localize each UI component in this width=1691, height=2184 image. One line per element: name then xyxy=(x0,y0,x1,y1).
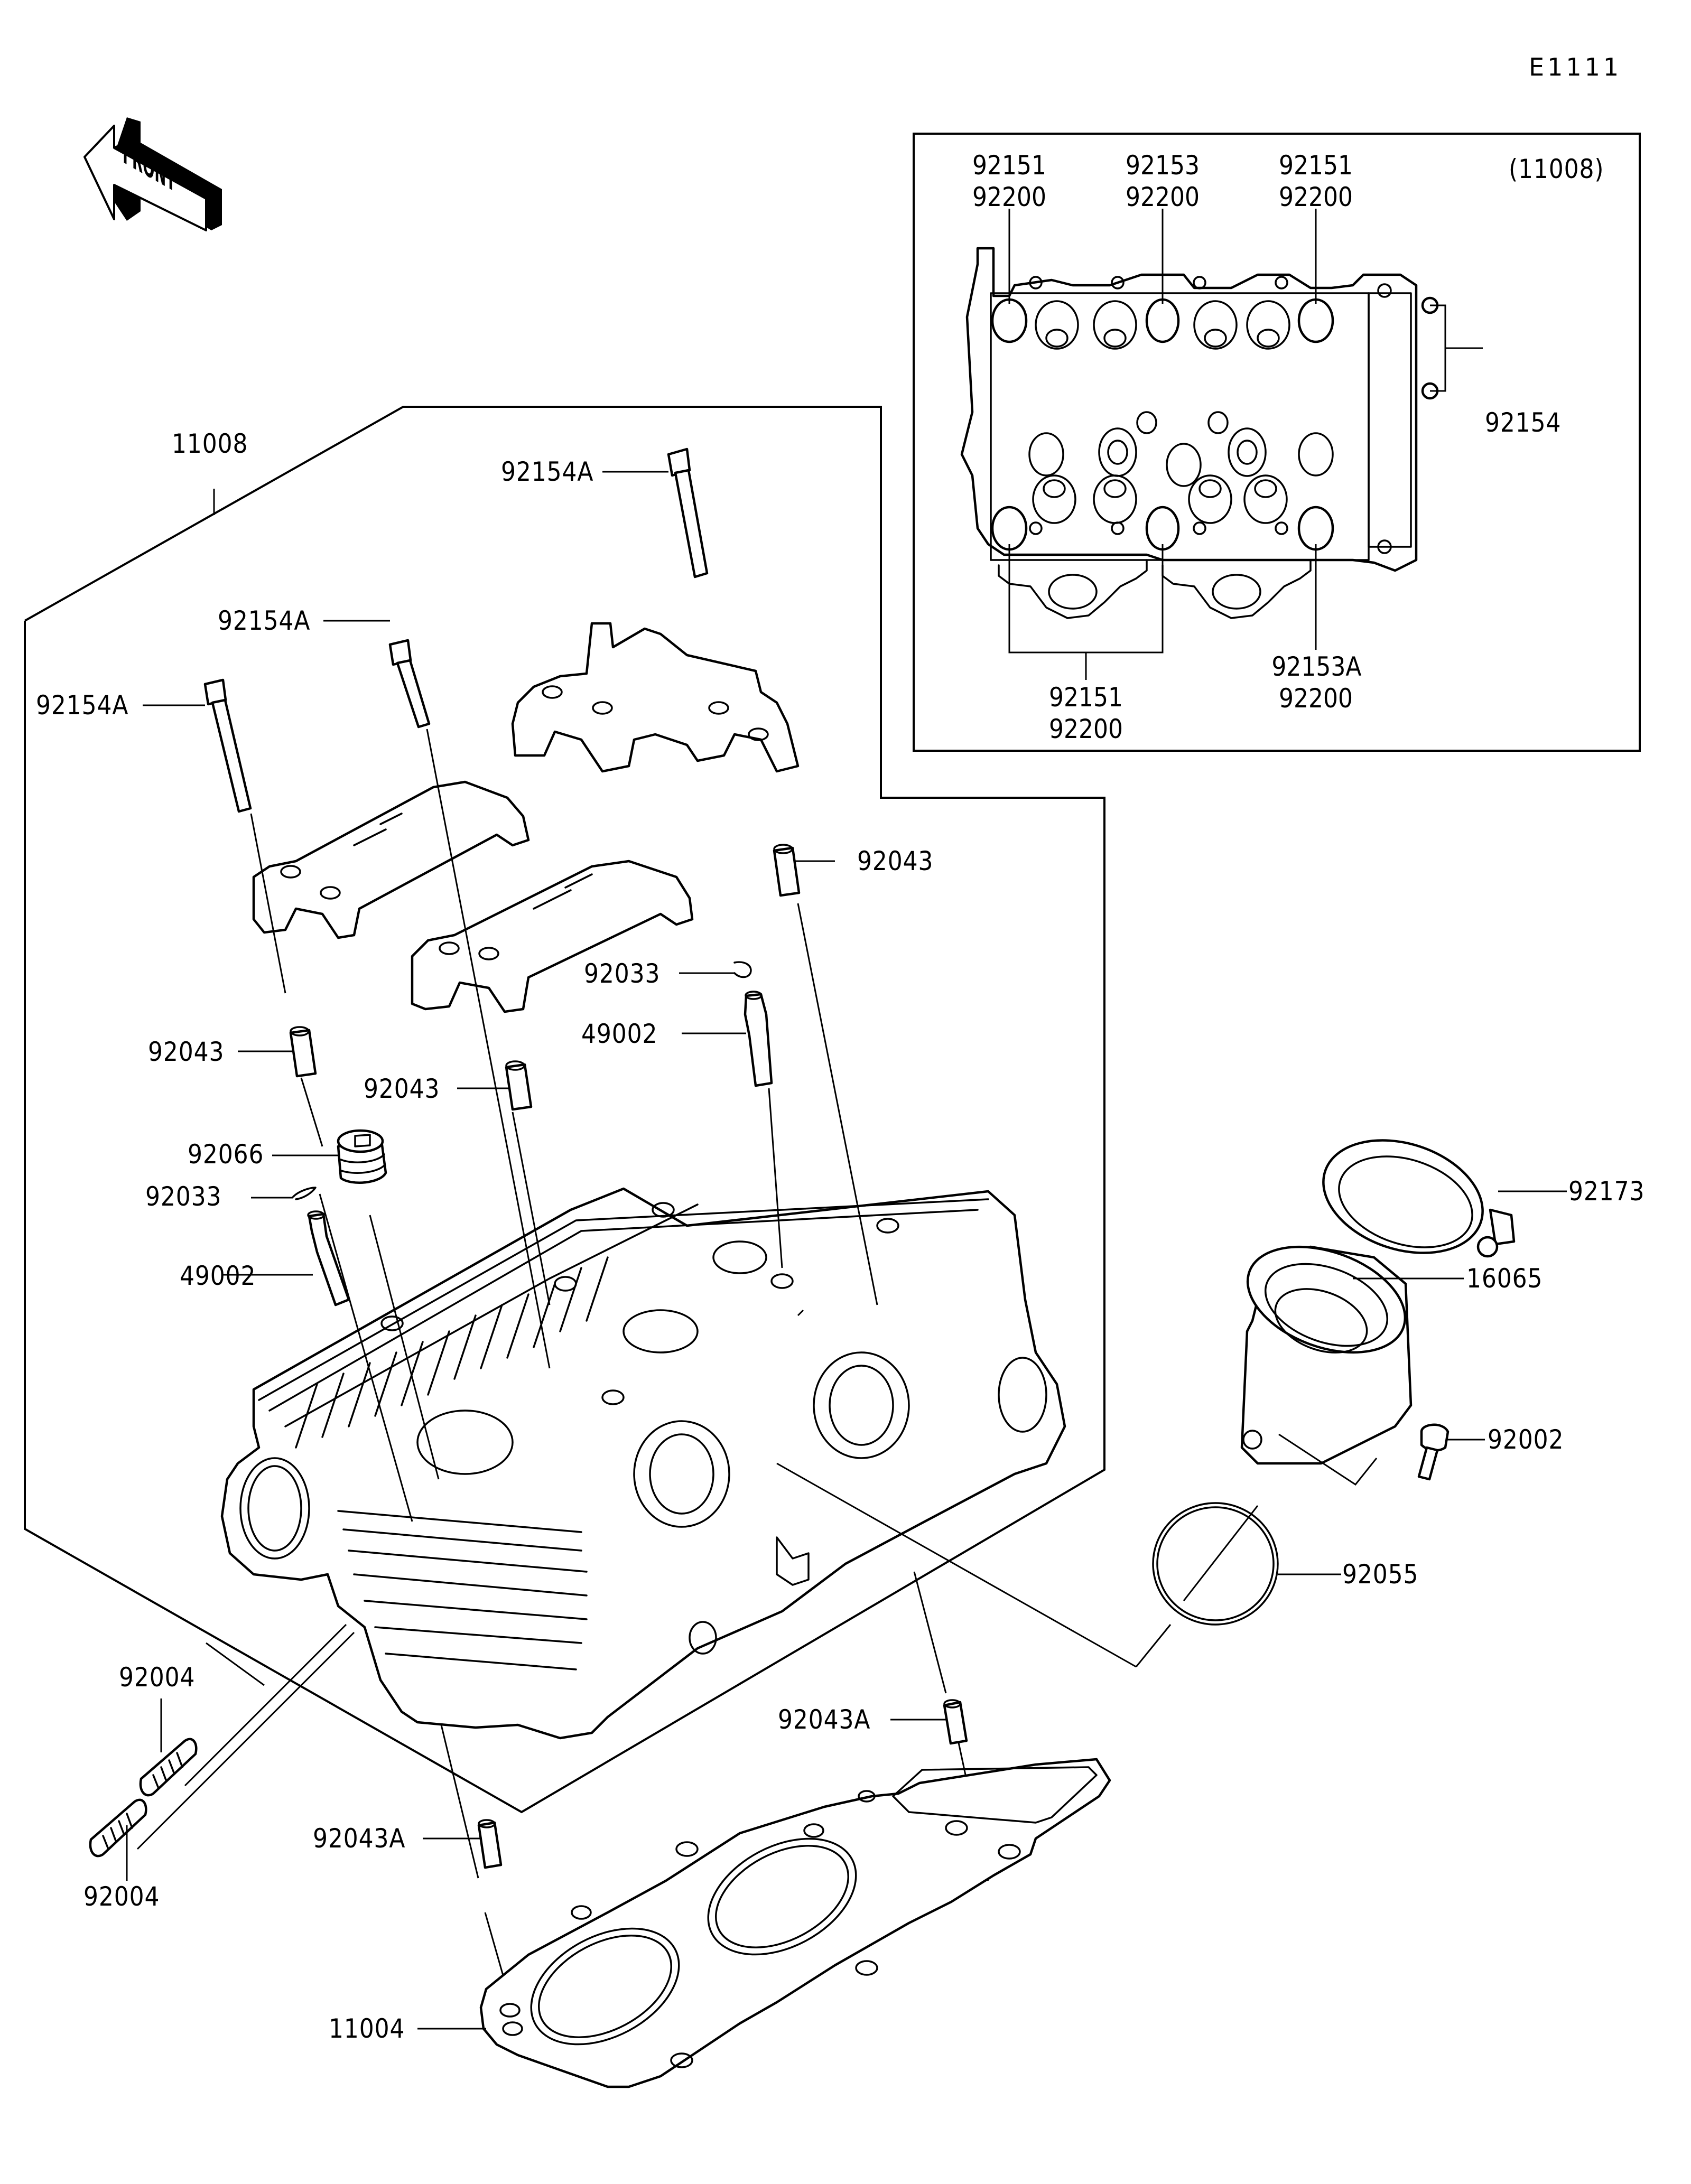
dowel-92043-center xyxy=(457,1060,533,1111)
part-number: 92200 xyxy=(1126,182,1200,212)
part-number: 92153 xyxy=(1126,150,1200,181)
dowel-92043-right xyxy=(773,844,835,897)
stud-92004-lower xyxy=(89,1798,147,1881)
part-number: 92200 xyxy=(1279,182,1353,212)
callout-92004-lower: 92004 xyxy=(83,1881,160,1912)
callout-92033-left: 92033 xyxy=(145,1181,222,1212)
figure-code: E1111 xyxy=(1529,53,1622,81)
inset-callout-top-center: 92153 92200 xyxy=(1126,150,1200,213)
callout-92154A-mid: 92154A xyxy=(218,605,311,636)
callout-49002-left: 49002 xyxy=(180,1261,256,1291)
callout-49002-right: 49002 xyxy=(581,1019,658,1049)
clip-92033-right xyxy=(679,961,752,978)
oring-92055 xyxy=(1152,1502,1341,1626)
callout-92033-right: 92033 xyxy=(584,958,661,989)
dowel-92043A-left xyxy=(423,1819,503,1869)
callout-92043A-right: 92043A xyxy=(778,1704,871,1735)
intake-holder-16065 xyxy=(1240,1245,1464,1486)
camshaft-cap-right xyxy=(411,860,694,1013)
callout-11004: 11004 xyxy=(329,2013,405,2044)
dowel-92043-left xyxy=(238,1026,317,1078)
callout-92002: 92002 xyxy=(1488,1424,1564,1455)
assembly-outline xyxy=(24,406,1105,1814)
camshaft-cap-upper xyxy=(511,622,800,773)
callout-92043-right: 92043 xyxy=(857,846,934,876)
part-number: 92200 xyxy=(1049,714,1123,744)
front-arrow-icon: FRONT xyxy=(83,117,222,231)
inset-frame xyxy=(913,133,1641,752)
clamp-92173 xyxy=(1322,1139,1567,1258)
plug-92066 xyxy=(272,1129,387,1184)
callout-92154A-left: 92154A xyxy=(36,690,129,721)
camshaft-cap-left xyxy=(252,780,530,939)
guide-49002-left xyxy=(222,1210,350,1306)
inset-head-top-view xyxy=(960,247,1439,619)
inset-leaders xyxy=(1008,209,1483,680)
part-number: 92151 xyxy=(972,150,1046,181)
inset-callout-bottom-left: 92151 92200 xyxy=(1049,682,1123,745)
guide-49002-right xyxy=(682,991,773,1087)
callout-92173: 92173 xyxy=(1568,1176,1645,1207)
part-number: 92153A xyxy=(1271,651,1362,682)
inset-callout-top-left: 92151 92200 xyxy=(972,150,1047,213)
part-number: 92200 xyxy=(972,182,1046,212)
callout-92154A-top: 92154A xyxy=(501,456,594,487)
part-number: 92200 xyxy=(1279,683,1353,714)
cylinder-head xyxy=(220,1187,1066,1740)
bolt-92154A-left xyxy=(143,678,252,813)
inset-callout-bottom-right: 92153A 92200 xyxy=(1271,651,1362,714)
callout-92055: 92055 xyxy=(1342,1559,1419,1590)
inset-title: (11008) xyxy=(1509,154,1604,184)
dowel-92043A-right xyxy=(890,1699,968,1745)
bolt-92002 xyxy=(1417,1423,1485,1481)
part-number: 92151 xyxy=(1049,682,1123,713)
callout-16065: 16065 xyxy=(1466,1263,1543,1294)
part-number: 92151 xyxy=(1279,150,1353,181)
bolt-92154A-top xyxy=(602,447,709,578)
bolt-92154A-mid xyxy=(323,620,431,729)
callout-92043-center: 92043 xyxy=(364,1074,440,1104)
callout-92066: 92066 xyxy=(188,1139,264,1170)
inset-callout-top-right: 92151 92200 xyxy=(1279,150,1353,213)
alignment-lines xyxy=(136,729,1172,2019)
head-gasket-11004 xyxy=(417,1758,1111,2088)
stud-92004-upper xyxy=(139,1698,198,1797)
clip-92033-left xyxy=(251,1187,317,1200)
inset-callout-right: 92154 xyxy=(1485,407,1562,438)
callout-92004-upper: 92004 xyxy=(119,1662,196,1693)
callout-92043-left: 92043 xyxy=(148,1037,225,1067)
callout-11008: 11008 xyxy=(172,428,248,459)
callout-92043A-left: 92043A xyxy=(313,1823,406,1854)
